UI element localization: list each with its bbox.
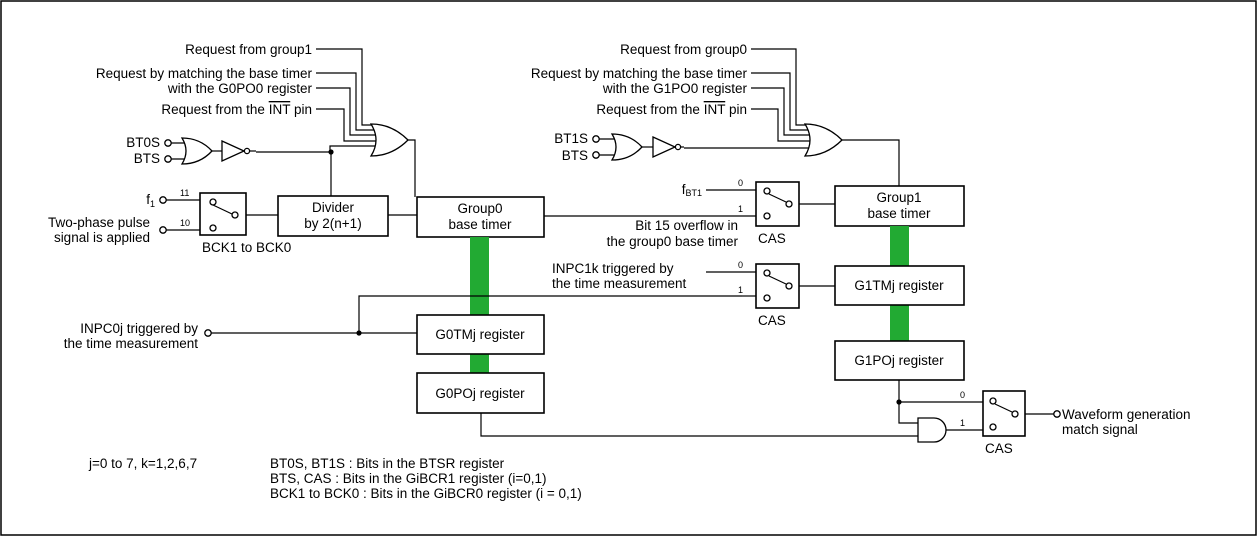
divider-box [277,195,389,237]
label-bck-switch: BCK1 to BCK0 [202,240,291,255]
label-bts-left: BTS [134,151,160,166]
group0-timer-label-1: Group0 [457,201,502,216]
label-bt1s: BT1S [554,131,588,146]
sel-11: 11 [180,188,189,198]
wire-or-to-group1 [842,139,900,186]
bck-switch [199,192,247,236]
pin-inpc0j [204,329,212,337]
label-with-g1po0: with the G1PO0 register [602,81,748,96]
cas2-sel-0: 0 [738,260,743,270]
label-with-g0po0: with the G0PO0 register [167,81,313,96]
cas-switch-2 [755,263,800,309]
pin-two-phase [159,226,167,234]
inverter-left [221,139,246,163]
note-bck: BCK1 to BCK0 : Bits in the GiBCR0 regist… [270,486,582,501]
cas2-sel-1: 1 [738,285,743,295]
pin-bts-right [592,151,600,159]
left-or-inputs-wires [256,48,378,153]
inverter-right [652,135,677,159]
label-request-group0: Request from group0 [620,42,747,57]
label-two-phase-1: Two-phase pulse [48,215,150,230]
right-or-inputs-wires [684,48,812,149]
wire-or-to-group0 [408,139,416,197]
or-gate-group0 [369,123,409,157]
note-jk: j=0 to 7, k=1,2,6,7 [88,456,197,471]
g1tm-label: G1TMj register [854,278,944,293]
label-bit15-2: the group0 base timer [607,234,739,249]
label-request-int-right: Request from the INT pin [596,102,747,117]
pin-bt0s [164,139,172,147]
label-waveform-1: Waveform generation [1062,407,1191,422]
group0-timer-label-2: base timer [448,217,512,232]
g0tm-label: G0TMj register [435,327,525,342]
or-gate-group1 [803,123,843,157]
label-cas-1: CAS [758,231,786,246]
pin-bts-left [164,155,172,163]
and-gate-output [917,417,947,443]
label-request-match-left: Request by matching the base timer [96,66,313,81]
cas3-sel-1: 1 [960,418,965,428]
divider-label-1: Divider [312,200,355,215]
label-waveform-2: match signal [1062,422,1138,437]
label-cas-3: CAS [985,441,1013,456]
label-request-match-right: Request by matching the base timer [531,66,748,81]
label-inpc1k-1: INPC1k triggered by [552,261,674,276]
group1-bus-upper [890,226,909,266]
pin-bt1s [592,135,600,143]
note-bt: BT0S, BT1S : Bits in the BTSR register [270,456,505,471]
cas1-sel-1: 1 [738,204,743,214]
label-inpc0j-1: INPC0j triggered by [80,321,198,336]
right-request-labels: Request from group0 Request by matching … [531,42,748,117]
label-inpc1k-2: the time measurement [552,276,687,291]
group1-timer-label-2: base timer [867,206,931,221]
pin-waveform-out [1053,410,1061,418]
label-bt0s: BT0S [126,135,160,150]
divider-label-2: by 2(n+1) [304,216,361,231]
cas1-sel-0: 0 [738,178,743,188]
group0-bus-upper [470,237,489,315]
cas3-sel-0: 0 [960,390,965,400]
g1tm-register [834,265,965,306]
cas-switch-1 [755,181,800,227]
or-gate-bt0s-bts [180,137,213,165]
group1-timer-label-1: Group1 [876,190,921,205]
group0-bus-lower [470,354,489,373]
label-request-group1: Request from group1 [185,42,312,57]
g0tm-register [416,314,545,355]
label-bit15-1: Bit 15 overflow in [635,218,738,233]
label-fbt1: fBT1 [682,182,702,198]
left-request-labels: Request from group1 Request by matching … [96,42,313,117]
label-inpc0j-2: the time measurement [64,336,199,351]
label-f1: f1 [146,192,155,209]
label-request-int-left: Request from the INT pin [161,102,312,117]
or-gate-bt1s-bts [610,133,643,161]
pin-f1 [159,196,167,204]
sel-10: 10 [180,218,190,228]
group1-bus-lower [890,305,909,341]
label-cas-2: CAS [758,313,786,328]
g0po-label: G0POj register [435,386,525,401]
notes: j=0 to 7, k=1,2,6,7 BT0S, BT1S : Bits in… [88,456,582,501]
note-bts: BTS, CAS : Bits in the GiBCR1 register (… [270,471,546,486]
label-two-phase-2: signal is applied [54,230,150,245]
group1-base-timer [834,185,965,227]
g1po-label: G1POj register [854,353,944,368]
label-bts-right: BTS [562,148,588,163]
cas-switch-3 [982,390,1026,437]
